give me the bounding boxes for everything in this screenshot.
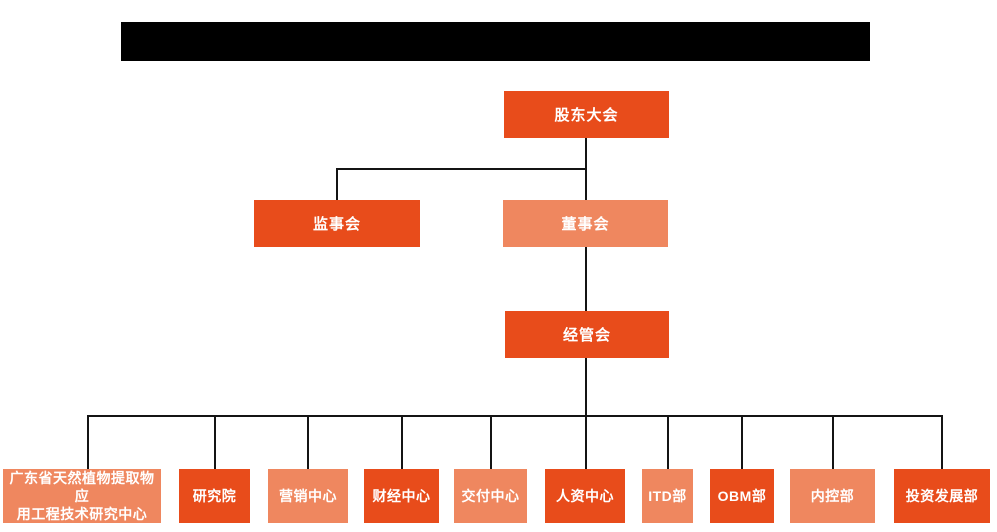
node-obm-department: OBM部 (710, 469, 774, 523)
drop-line-itd-department (667, 415, 669, 469)
connector-management-to-row4 (585, 358, 587, 416)
node-supervisory-board: 监事会 (254, 200, 420, 247)
redacted-title-bar (121, 22, 870, 61)
drop-line-investment-development-department (941, 415, 943, 469)
drop-line-guangdong-research-center (87, 415, 89, 469)
node-finance-center: 财经中心 (364, 469, 439, 523)
node-investment-development-department: 投资发展部 (894, 469, 990, 523)
node-hr-center: 人资中心 (545, 469, 625, 523)
node-guangdong-research-center: 广东省天然植物提取物应 用工程技术研究中心 (3, 469, 161, 523)
drop-line-hr-center (585, 415, 587, 469)
drop-line-finance-center (401, 415, 403, 469)
node-marketing-center: 营销中心 (268, 469, 348, 523)
node-itd-department: ITD部 (642, 469, 693, 523)
connector-board-to-management (585, 247, 587, 311)
connector-to-supervisory-board (336, 168, 338, 200)
node-internal-control-department: 内控部 (790, 469, 875, 523)
drop-line-marketing-center (307, 415, 309, 469)
node-shareholders-meeting: 股东大会 (504, 91, 669, 138)
drop-line-research-institute (214, 415, 216, 469)
drop-line-internal-control-department (832, 415, 834, 469)
connector-row2-horizontal (336, 168, 586, 170)
node-delivery-center: 交付中心 (454, 469, 527, 523)
node-management-committee: 经管会 (505, 311, 669, 358)
node-research-institute: 研究院 (179, 469, 250, 523)
node-board-of-directors: 董事会 (503, 200, 668, 247)
drop-line-obm-department (741, 415, 743, 469)
connector-row4-horizontal (87, 415, 942, 417)
drop-line-delivery-center (490, 415, 492, 469)
